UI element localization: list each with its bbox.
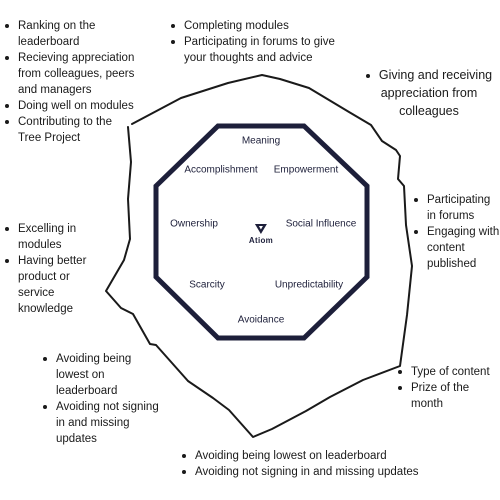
list-item: Avoiding being lowest on leaderboard [181, 448, 421, 464]
list-item: Doing well on modules [4, 98, 138, 114]
list-item: Avoiding not signing in and missing upda… [181, 464, 421, 480]
list-item: Prize of the month [397, 380, 500, 412]
list-item: Type of content [397, 364, 500, 380]
notes-bottom: Avoiding being lowest on leaderboard Avo… [181, 448, 421, 480]
list-item: Having better product or service knowled… [4, 253, 100, 317]
label-social-influence: Social Influence [285, 218, 357, 230]
notes-bottom-left: Avoiding being lowest on leaderboard Avo… [42, 351, 160, 447]
notes-top-left: Ranking on the leaderboard Recieving app… [4, 18, 138, 146]
list-item: Ranking on the leaderboard [4, 18, 138, 50]
notes-bottom-right: Type of content Prize of the month [397, 364, 500, 412]
atiom-logo-icon [254, 224, 267, 234]
list-item: Avoiding not signing in and missing upda… [42, 399, 160, 447]
notes-left: Excelling in modules Having better produ… [4, 221, 100, 317]
list-item: Engaging with content published [413, 224, 500, 272]
list-item-text: Giving and receiving appreciation from c… [378, 68, 493, 118]
label-unpredictability: Unpredictability [274, 279, 344, 291]
label-ownership: Ownership [170, 218, 218, 230]
label-avoidance: Avoidance [237, 314, 285, 326]
label-accomplishment: Accomplishment [184, 164, 258, 176]
label-meaning: Meaning [241, 135, 281, 147]
label-empowerment: Empowerment [273, 164, 339, 176]
label-scarcity: Scarcity [189, 279, 225, 291]
list-item: Participating in forums [413, 192, 500, 224]
logo-text: Atiom [248, 236, 274, 245]
list-item: Avoiding being lowest on leaderboard [42, 351, 160, 399]
notes-top: Completing modules Participating in foru… [170, 18, 340, 66]
list-item: Participating in forums to give your tho… [170, 34, 340, 66]
notes-top-right: Giving and receiving appreciation from c… [358, 66, 500, 120]
atiom-logo: Atiom [249, 223, 273, 245]
notes-right: Participating in forums Engaging with co… [413, 192, 500, 272]
list-item: Giving and receiving appreciation from c… [358, 66, 500, 120]
bullet-icon [365, 73, 370, 78]
list-item: Completing modules [170, 18, 340, 34]
outer-outline [105, 74, 413, 438]
list-item: Recieving appreciation from colleagues, … [4, 50, 138, 98]
list-item: Contributing to the Tree Project [4, 114, 138, 146]
list-item: Excelling in modules [4, 221, 100, 253]
